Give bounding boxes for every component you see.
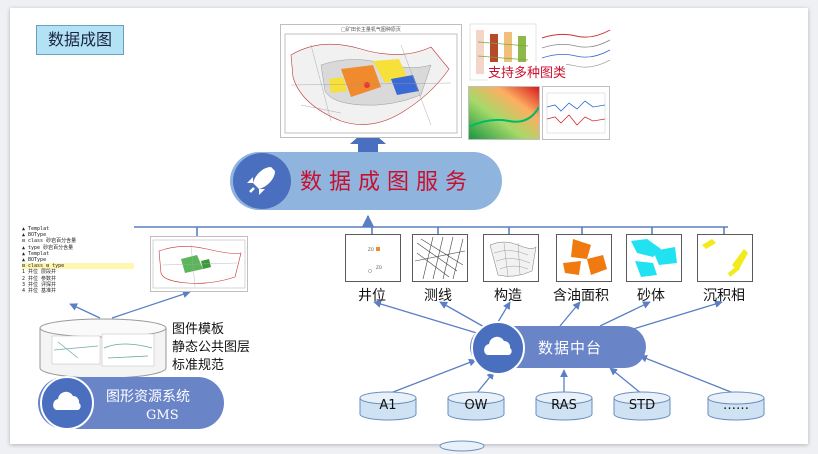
oil-area-graphic (563, 239, 607, 275)
output-sand-body-label: 砂体 (637, 288, 665, 304)
source-label-std: STD (628, 398, 656, 413)
output-survey-line-label: 测线 (424, 288, 452, 304)
tree-row: ▲ BOType (22, 232, 47, 239)
public-layer-map-graphic (152, 239, 246, 289)
rocket-icon-circle (233, 153, 291, 209)
sedimentary-facies-graphic (702, 239, 748, 277)
gms-title: 图形资源系统 (106, 389, 190, 405)
service-up-arrow (350, 128, 386, 154)
mapping-service-label: 数据成图服务 (300, 170, 475, 195)
chart-types-label: 支持多种图类 (488, 62, 567, 81)
well-location-graphic: ZO ZO (368, 247, 382, 273)
hub-arrow-1 (373, 300, 481, 335)
output-well-icon[interactable]: ZO ZO (345, 234, 401, 282)
tree-row: 4 井位 基准井 (22, 288, 57, 295)
log-curve-graphic (546, 92, 606, 134)
heatmap-graphic (469, 87, 539, 139)
structure-graphic (489, 241, 537, 278)
log-curve-thumbnail (542, 86, 610, 140)
svg-text:ZO: ZO (368, 247, 374, 252)
source-label-ras: RAS (551, 398, 577, 413)
cloud-icon (53, 391, 81, 410)
source-cylinder[interactable] (613, 391, 671, 421)
output-sedimentary-facies-label: 沉积相 (703, 288, 745, 304)
output-survey-line-icon[interactable] (412, 234, 468, 282)
tree-row: 2 井位 参数井 (22, 275, 57, 282)
tree-row: ▲ type 砂岩百分含量 (22, 244, 74, 251)
source-label-ow: OW (464, 398, 488, 413)
output-structure-icon[interactable] (483, 234, 539, 282)
gms-cloud-circle (40, 376, 94, 430)
resource-public-layer: 静态公共图层 (172, 340, 251, 355)
tree-row: ▲ BOType (22, 257, 47, 264)
tree-row: ⊟ class 砂岩百分含量 (22, 238, 77, 245)
main-map-graphic (284, 33, 458, 134)
hub-arrow-4 (559, 301, 581, 327)
tree-row: ▲ Templat (22, 250, 50, 257)
rocket-icon (247, 167, 275, 195)
survey-line-graphic (414, 236, 466, 280)
gms-abbr: GMS (146, 408, 179, 423)
res-arrow-1 (69, 303, 101, 319)
tree-row: ▲ Templat (22, 226, 50, 232)
heatmap-thumbnail (468, 86, 540, 140)
source-cylinder[interactable] (535, 391, 593, 421)
src-arrow-5 (639, 354, 737, 395)
output-oil-area-label: 含油面积 (553, 288, 609, 304)
partial-cylinder-bottom (439, 440, 485, 452)
output-structure-label: 构造 (494, 288, 522, 304)
output-sedimentary-facies-icon[interactable] (697, 234, 753, 282)
profile-graphic (541, 29, 611, 69)
tree-row: 3 井位 评探井 (22, 281, 57, 288)
hub-cloud-circle (471, 321, 525, 375)
public-layer-map-thumbnail (150, 236, 248, 292)
sand-body-graphic (631, 239, 677, 277)
hub-arrow-3 (497, 301, 511, 323)
template-tree-thumbnail: ▲ Templat ▲ BOType ⊟ class 砂岩百分含量 ▲ type… (22, 226, 134, 302)
output-sand-body-icon[interactable] (626, 234, 682, 282)
source-cylinder[interactable] (359, 391, 417, 421)
cloud-icon (484, 336, 512, 355)
svg-text:ZO: ZO (376, 265, 382, 270)
src-arrow-1 (387, 358, 477, 395)
hub-arrow-5 (599, 301, 651, 327)
output-well-label: 井位 (358, 288, 386, 304)
src-arrow-4 (609, 367, 643, 395)
tree-row: ⊟ class ⊟ type (22, 263, 134, 270)
main-map-caption: □矿田长主量机气图种原页 (341, 27, 401, 33)
hub-arrow-6 (629, 300, 723, 331)
source-label-a1: A1 (379, 398, 397, 413)
source-cylinder[interactable] (447, 391, 505, 421)
main-map-thumbnail: □矿田长主量机气图种原页 (280, 24, 462, 138)
data-hub-label: 数据中台 (538, 339, 603, 357)
output-oil-area-icon[interactable] (556, 234, 612, 282)
source-label-more: …… (723, 398, 749, 413)
src-arrow-2 (475, 371, 495, 395)
tree-row: 1 井位 层段井 (22, 269, 57, 276)
page-title: 数据成图 (36, 25, 124, 55)
source-cylinder[interactable] (707, 391, 765, 421)
res-arrow-2 (111, 290, 191, 319)
hub-arrow-2 (439, 301, 487, 329)
resource-template: 图件模板 (172, 322, 225, 337)
resource-standard: 标准规范 (172, 358, 225, 373)
